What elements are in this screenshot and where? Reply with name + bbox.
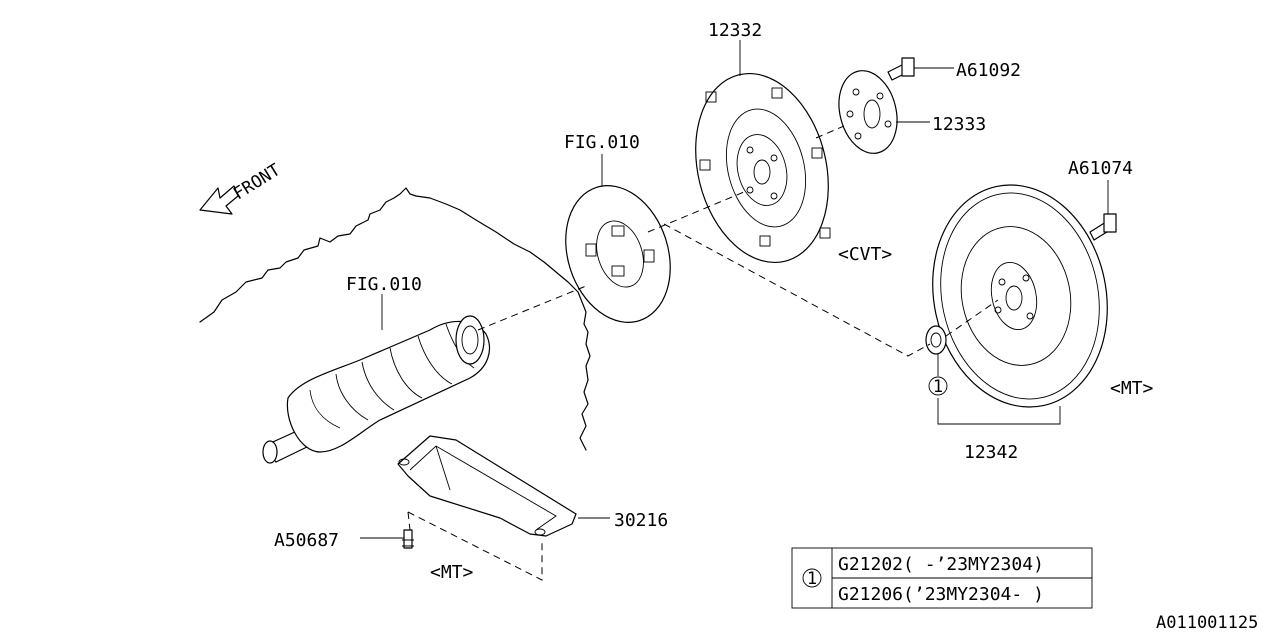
reinforcement-plate (838, 70, 898, 154)
label-12333: 12333 (932, 114, 986, 135)
assembly-axis-2 (647, 191, 745, 233)
legend-table: 1 G21202( -’23MY2304) G21206(’23MY2304- … (791, 547, 1093, 609)
label-a61092: A61092 (956, 60, 1021, 81)
label-12332: 12332 (708, 20, 762, 41)
label-a50687: A50687 (274, 530, 339, 551)
label-mt-right: <MT> (1110, 378, 1154, 399)
cover-bolt-axis-2 (407, 511, 411, 531)
assembly-axis-5 (945, 299, 999, 337)
label-fig010-top: FIG.010 (564, 132, 640, 153)
crankshaft (262, 315, 491, 464)
callout-1-label: 1 (933, 377, 943, 397)
label-fig010-left: FIG.010 (346, 274, 422, 295)
callout-circle-1 (928, 376, 948, 396)
bolt-a50687-icon (402, 529, 414, 549)
cover-bolt-axis (407, 511, 543, 581)
bolt-a61092-icon (887, 57, 915, 81)
assembly-axis-1 (477, 285, 587, 331)
flywheel-mt (932, 184, 1108, 408)
oil-pan-cover (397, 435, 577, 537)
drawing-id: A011001125 (1156, 613, 1258, 633)
engine-block-outline (199, 187, 591, 451)
label-cvt: <CVT> (838, 244, 892, 265)
label-30216: 30216 (614, 510, 668, 531)
flex-plate-small (565, 185, 671, 323)
legend-callout: 1 (807, 569, 817, 589)
drive-plate-cvt (695, 72, 831, 264)
front-arrow-icon: FRONT (199, 160, 284, 215)
leader-12342 (937, 398, 1061, 425)
label-12342: 12342 (964, 442, 1018, 463)
label-mt-bottom: <MT> (430, 562, 474, 583)
legend-row-2: G21206(’23MY2304- ) (838, 584, 1044, 605)
assembly-axis-3 (815, 125, 845, 139)
label-a61074: A61074 (1068, 158, 1133, 179)
legend-row-1: G21202( -’23MY2304) (838, 554, 1044, 575)
bolt-a61074-icon (1089, 213, 1117, 241)
front-label: FRONT (230, 160, 284, 204)
pilot-bearing-icon (925, 325, 947, 355)
assembly-axis-4 (663, 223, 931, 357)
